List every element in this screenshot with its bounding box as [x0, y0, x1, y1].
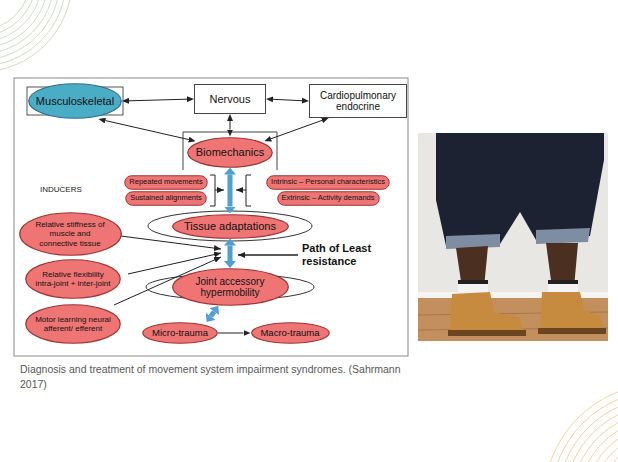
- corner-arcs: [544, 384, 618, 462]
- rect-shape: [195, 85, 266, 114]
- node-text: Musculoskeletal: [36, 95, 114, 108]
- photo-boot: [450, 292, 524, 334]
- caption-box: Diagnosis and treatment of movement syst…: [20, 362, 405, 391]
- arc: [565, 405, 618, 462]
- inducer-arrow: [236, 190, 246, 191]
- biomechanics-ellipse: Biomechanics: [187, 137, 273, 168]
- node-text: Biomechanics: [196, 146, 264, 159]
- ellipse-shape: [188, 137, 273, 167]
- hypermobility-oval: [146, 274, 314, 300]
- ellipse-shape: [172, 269, 288, 306]
- arc: [0, 0, 30, 30]
- node-text: Sustained alignments: [130, 194, 202, 203]
- ellipse-shape: [143, 323, 218, 344]
- flow-arrow: [228, 246, 233, 262]
- photo-leg: [456, 246, 488, 288]
- photo-sock-band: [548, 280, 578, 284]
- node-text: Cardiopulmonary endocrine: [315, 90, 401, 113]
- adaptation-ellipse: Tissue adaptations: [172, 214, 289, 239]
- inducer-bracket: [210, 175, 215, 206]
- node-text: Macro-trauma: [260, 328, 319, 339]
- corner-arcs: [0, 0, 72, 72]
- inducers-label: INDUCERS: [40, 185, 110, 194]
- path-arrow: [238, 254, 298, 255]
- ellipse-shape: [26, 260, 121, 299]
- inducer-bracket: [246, 175, 251, 206]
- inducer-pill: Extrinsic – Activity demands: [277, 191, 380, 206]
- flow-arrow: [211, 312, 214, 317]
- photo-boot: [540, 292, 604, 332]
- node-text: Intrinsic – Personal characteristics: [271, 178, 385, 187]
- node-text: Motor learning neural afferent/ efferent: [35, 315, 111, 333]
- pill-shape: [277, 191, 379, 205]
- photo-sole: [538, 328, 606, 334]
- inducer-pill: Repeated movements: [124, 175, 208, 190]
- flow-arrow: [228, 175, 233, 207]
- photo-cuff: [536, 228, 590, 244]
- link-arrow: [129, 99, 187, 101]
- factor-ellipse: Motor learning neural afferent/ efferent: [25, 304, 121, 344]
- inducer-pill: Sustained alignments: [125, 191, 207, 206]
- system-box: Nervous: [194, 84, 266, 114]
- hypermobility-ellipse: Joint accessory hypermobility: [172, 268, 289, 306]
- node-text: Relative flexibility intra-joint + inter…: [35, 270, 111, 288]
- node-text: Joint accessory hypermobility: [188, 276, 272, 299]
- arc: [0, 0, 42, 42]
- pill-shape: [125, 175, 208, 189]
- node-text: Nervous: [210, 93, 251, 106]
- trauma-ellipse: Macro-trauma: [251, 322, 330, 344]
- label-box: INDUCERS: [40, 185, 110, 194]
- photo-illustration: [418, 133, 608, 341]
- link-arrow: [271, 120, 322, 138]
- node-text: Extrinsic – Activity demands: [282, 194, 375, 203]
- photo-leg: [546, 243, 578, 288]
- link-arrow: [273, 99, 302, 100]
- arc: [0, 0, 60, 60]
- arc: [0, 0, 72, 72]
- photo-cuff: [446, 234, 500, 249]
- node-text: Tissue adaptations: [184, 220, 276, 233]
- pill-shape: [267, 175, 390, 189]
- factor-ellipse: Relative flexibility intra-joint + inter…: [25, 259, 121, 299]
- ellipse-shape: [172, 214, 288, 238]
- adaptation-oval: [148, 211, 312, 241]
- arc: [0, 0, 66, 66]
- biomechanics-bracket: [183, 132, 277, 170]
- ellipse-shape: [251, 323, 329, 344]
- arc: [593, 433, 618, 462]
- pill-shape: [126, 191, 207, 205]
- node-text: Repeated movements: [129, 178, 202, 187]
- label-box: Path of Least resistance: [302, 242, 394, 267]
- ellipse-shape: [19, 213, 121, 256]
- link-arrow: [230, 121, 231, 130]
- link-arrow: [218, 333, 244, 334]
- photo-sock-band: [458, 280, 488, 284]
- factor-arrow: [121, 236, 221, 249]
- rect-shape: [310, 85, 407, 118]
- arc: [572, 412, 618, 462]
- node-text: Relative stiffness of muscle and connect…: [34, 220, 106, 248]
- path-label: Path of Least resistance: [302, 242, 394, 267]
- photo-sole: [448, 330, 526, 336]
- arc: [0, 0, 36, 36]
- inducer-arrow: [215, 190, 224, 191]
- arc: [0, 0, 54, 54]
- system-ellipse: Musculoskeletal: [28, 83, 122, 119]
- link-arrow: [105, 121, 188, 140]
- factor-ellipse: Relative stiffness of muscle and connect…: [19, 212, 122, 256]
- ellipse-shape: [29, 84, 122, 119]
- arc: [551, 391, 618, 462]
- photo-wall: [418, 133, 608, 341]
- inducer-pill: Intrinsic – Personal characteristics: [266, 175, 390, 190]
- node-text: Micro-trauma: [152, 328, 208, 339]
- system-box: Cardiopulmonary endocrine: [309, 84, 407, 118]
- figure-caption: Diagnosis and treatment of movement syst…: [20, 362, 405, 391]
- arc: [544, 384, 618, 462]
- arc: [579, 419, 618, 462]
- figure-frame: [14, 78, 408, 356]
- trauma-ellipse: Micro-trauma: [142, 322, 218, 344]
- ellipse-shape: [26, 305, 121, 344]
- photo-shorts: [436, 133, 604, 246]
